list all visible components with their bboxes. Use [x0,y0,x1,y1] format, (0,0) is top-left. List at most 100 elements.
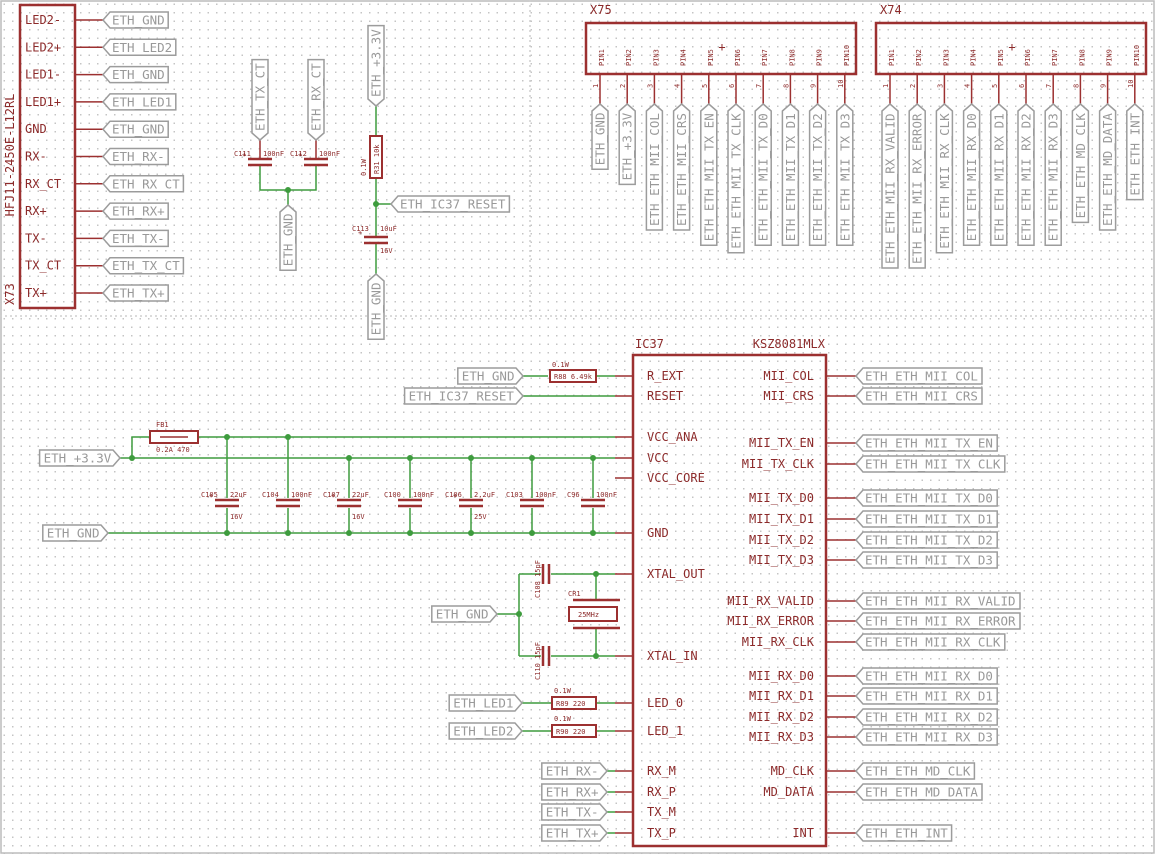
junction [285,187,291,193]
junction [224,530,230,536]
x74-pin-4: PIN4 [970,49,978,66]
cap-ref-C106: C106 [445,491,462,499]
ic37-pin-MII_TX_D2: MII_TX_D2 [749,533,814,547]
x74-pin-7: PIN7 [1051,49,1059,66]
x73-net-flag [102,229,169,248]
ic37-right-net-flag-text: ETH_ETH_MII_RX_D0 [865,669,993,684]
ic37-right-net-flag-text: ETH_ETH_MII_TX_EN [865,436,993,451]
fb1-value: 0.2A 470 [156,446,190,454]
ic37-right-net-flag-text: ETH_ETH_MII_TX_CLK [865,457,1001,472]
x73-net-flag [102,120,169,138]
rext-gnd-flag-text: ETH_GND [462,369,515,384]
x75-pin-number: 5 [701,84,709,88]
ic37-pin-TX_M: TX_M [647,805,676,819]
c110-label: C110 15pF [534,642,542,680]
x74-net-flag [1017,103,1035,246]
x75-net-flag-text: ETH_GND [593,113,608,166]
x75-net-flag [700,103,718,246]
cap-ref-C107: C107 [323,491,340,499]
x75-net-flag-text: ETH_ETH_MII_TX_EN [701,113,716,241]
r88-power: 0.1W [552,361,570,369]
x73-net-flag-text: ETH_GND [112,122,165,137]
x75-pin-number: 7 [755,84,763,88]
x75-pin-9: PIN9 [816,49,824,66]
ic37-pin-INT: INT [792,826,814,840]
x75-pin-number: 6 [728,84,736,88]
diff-pair-flag-text: ETH_RX+ [546,785,599,800]
capacitor-C112-pol: + [298,151,302,159]
x74-net-flag [962,103,981,246]
cap-value-C104: 100nF [291,491,312,499]
ic37-right-net-flag-text: ETH_ETH_MII_RX_VALID [865,594,1016,609]
r90-power: 0.1W [554,715,572,723]
x75-net-flag [836,103,854,246]
r31-label: R31 10k [373,144,381,174]
ic37-pin-RX_P: RX_P [647,785,676,799]
ic37-pin-LED_0: LED_0 [647,696,683,710]
x74-net-flag-text: ETH_ETH_MII_RX_VALID [883,113,898,264]
ic37-pin-MII_RX_D3: MII_RX_D3 [749,730,814,744]
ic37-right-net-flag-text: ETH_ETH_MII_RX_D2 [865,710,993,725]
cap-ref-C104: C104 [262,491,279,499]
cap-voltage-C105: 16V [230,513,243,521]
x74-pin-3: PIN3 [942,49,950,66]
led2-flag [448,722,523,740]
junction [593,571,599,577]
x74-net-flag-text: ETH_ETH_MD_DATA [1100,113,1115,226]
junction [407,530,413,536]
x73-ref-label: X73 [3,283,17,305]
ic37-pin-LED_1: LED_1 [647,724,683,738]
ic37-right-net-flag [855,489,998,507]
junction [224,434,230,440]
x75-pin-number: 3 [646,84,654,88]
x73-pin-LED1+: LED1+ [25,95,61,109]
cap-value-C105: 22uF [230,491,247,499]
ic37-right-net-flag [855,592,1021,610]
cap-value-C107: 22uF [352,491,369,499]
x75-net-flag [591,103,609,170]
ic37-right-net-flag-text: ETH_ETH_MII_TX_D1 [865,512,993,527]
supply-flag-text: ETH_+3.3V [44,451,112,466]
xtal-gnd-flag-text: ETH_GND [436,607,489,622]
x75-pin-6: PIN6 [734,49,742,66]
ic37-right-net-flag [855,728,998,746]
junction [285,530,291,536]
ic37-pin-VCC_CORE: VCC_CORE [647,471,705,485]
ic37-pin-MII_RX_ERROR: MII_RX_ERROR [727,614,814,628]
ic37-right-net-flag-text: ETH_ETH_INT [865,826,948,841]
x74-pin-number: 3 [936,84,944,88]
x75-center-mark: + [718,40,725,54]
r89-power: 0.1W [554,687,572,695]
x73-net-flag-text: ETH_RX+ [112,204,165,219]
cr1-value: 25MHz [578,611,599,619]
ic37-right-net-flag [855,687,998,705]
junction [468,530,474,536]
ic37-pin-MII_CRS: MII_CRS [763,389,814,403]
ic37-pin-R_EXT: R_EXT [647,369,683,383]
cap-voltage-C106: 25V [474,513,487,521]
led1-flag-text: ETH_LED1 [453,696,513,711]
ic37-right-net-flag-text: ETH_ETH_MII_TX_D2 [865,533,993,548]
ic37-pin-RESET: RESET [647,389,683,403]
upper-cap-net-flag-text: ETH_TX_CT [253,63,268,131]
cr1-ref: CR1 [568,590,581,598]
junction [590,455,596,461]
x74-pin-number: 7 [1045,84,1053,88]
ic37-pin-MII_TX_D0: MII_TX_D0 [749,491,814,505]
x74-net-flag [935,103,954,254]
x75-pin-number: 4 [674,84,682,88]
ic37-pin-MII_RX_D0: MII_RX_D0 [749,669,814,683]
x74-pin-number: 8 [1072,84,1080,88]
x73-net-flag [102,202,169,220]
cap-ref-C112: C112 [290,150,307,158]
x73-pin-LED1-: LED1- [25,68,61,82]
x74-pin-2: PIN2 [915,49,923,66]
ic37-right-net-flag [855,551,998,569]
capacitor-C111-pol: + [242,151,246,159]
x73-net-flag [102,38,177,57]
x73-net-flag [102,256,185,275]
ic37-pin-TX_P: TX_P [647,826,676,840]
reset-gnd-flag [367,273,385,340]
ic37-right-net-flag-text: ETH_ETH_MII_TX_D3 [865,553,993,568]
x74-pin-number: 6 [1018,84,1026,88]
